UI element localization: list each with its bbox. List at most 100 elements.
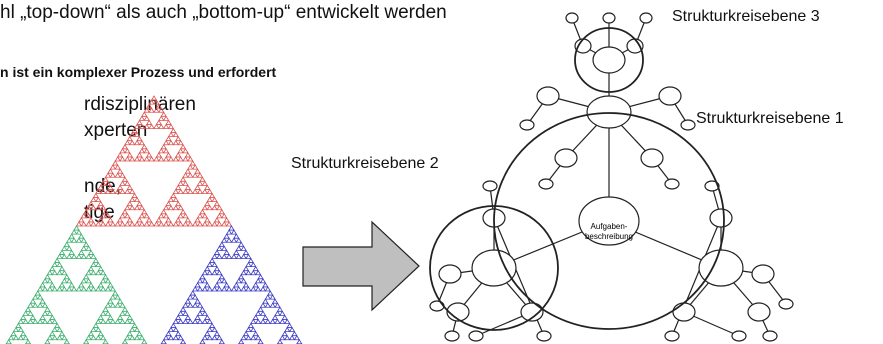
sierpinski-cell xyxy=(179,143,187,150)
sierpinski-cell xyxy=(78,249,85,255)
sierpinski-cell xyxy=(264,294,271,300)
sierpinski-cell xyxy=(255,334,262,341)
sierpinski-cell xyxy=(250,318,257,324)
sierpinski-cell xyxy=(90,253,97,259)
sierpinski-cell xyxy=(136,152,143,158)
sierpinski-cell xyxy=(100,188,107,194)
sierpinski-cell xyxy=(41,318,49,324)
sierpinski-cell xyxy=(155,103,162,109)
sierpinski-cell xyxy=(56,269,63,276)
level-2-circle xyxy=(429,205,559,331)
sierpinski-cell xyxy=(194,184,201,190)
sierpinski-cell xyxy=(201,204,208,211)
sierpinski-cell xyxy=(124,204,131,211)
sierpinski-cell xyxy=(80,253,87,259)
sierpinski-cell xyxy=(187,294,194,300)
sierpinski-cell xyxy=(129,221,136,227)
sierpinski-cell xyxy=(75,229,83,235)
sierpinski-cell xyxy=(165,330,172,337)
sierpinski-cell xyxy=(126,217,133,223)
sierpinski-cell xyxy=(85,213,92,219)
sierpinski-cell xyxy=(133,196,141,203)
sierpinski-cell xyxy=(250,286,257,292)
sierpinski-cell xyxy=(196,213,204,219)
sierpinski-cell xyxy=(17,334,24,341)
sierpinski-cell xyxy=(284,326,291,333)
hub-node xyxy=(471,249,517,287)
sierpinski-cell xyxy=(141,111,148,117)
sierpinski-cell xyxy=(245,334,252,341)
sierpinski-cell xyxy=(90,261,97,268)
sierpinski-cell xyxy=(131,127,138,133)
sierpinski-top-part xyxy=(75,95,233,227)
sierpinski-cell xyxy=(100,213,107,219)
sierpinski-cell xyxy=(179,176,187,182)
sierpinski-cell xyxy=(146,103,153,109)
sierpinski-cell xyxy=(116,184,124,190)
leaf-node xyxy=(778,298,794,310)
sierpinski-cell xyxy=(274,302,281,308)
sierpinski-cell xyxy=(172,139,179,146)
sierpinski-cell xyxy=(100,278,107,284)
sierpinski-cell xyxy=(255,269,262,276)
sierpinski-cell xyxy=(225,237,233,243)
sierpinski-cell xyxy=(225,286,233,292)
sierpinski-cell xyxy=(20,314,27,320)
sierpinski-cell xyxy=(124,139,131,146)
sierpinski-cell xyxy=(213,282,221,288)
sierpinski-cell xyxy=(46,310,53,316)
sierpinski-cell xyxy=(133,204,141,211)
sierpinski-cell xyxy=(177,188,184,194)
sierpinski-cell xyxy=(56,286,63,292)
satellite-node xyxy=(438,264,462,284)
sierpinski-cell xyxy=(192,172,199,178)
sierpinski-cell xyxy=(80,237,87,243)
sierpinski-cell xyxy=(51,318,58,324)
sierpinski-cell xyxy=(41,302,49,308)
sierpinski-cell xyxy=(66,278,73,284)
sierpinski-cell xyxy=(146,119,153,125)
sierpinski-cell xyxy=(223,282,230,288)
sierpinski-cell xyxy=(80,221,87,227)
sierpinski-cell xyxy=(126,200,133,207)
sierpinski-cell xyxy=(138,156,146,162)
sierpinski-cell xyxy=(240,253,247,259)
sierpinski-cell xyxy=(136,135,143,142)
sierpinski-cell xyxy=(104,278,112,284)
side-text-line-1: rdisziplinären xyxy=(84,94,196,115)
sierpinski-cell xyxy=(109,172,116,178)
sierpinski-cell xyxy=(138,204,146,211)
sierpinski-cell xyxy=(177,310,184,316)
sierpinski-cell xyxy=(56,261,63,268)
sierpinski-cell xyxy=(196,278,204,284)
sierpinski-cell xyxy=(56,334,63,341)
sierpinski-cell xyxy=(146,152,153,158)
sierpinski-cell xyxy=(27,318,34,324)
sierpinski-cell xyxy=(165,200,172,207)
sierpinski-cell xyxy=(242,265,250,272)
sierpinski-cell xyxy=(100,204,107,211)
sierpinski-cell xyxy=(162,221,170,227)
sierpinski-cell xyxy=(165,119,172,125)
sierpinski-cell xyxy=(179,306,187,312)
sierpinski-cell xyxy=(235,245,242,251)
sierpinski-cell xyxy=(177,139,184,146)
sierpinski-cell xyxy=(27,310,34,316)
sierpinski-cell xyxy=(114,172,121,178)
sierpinski-cell xyxy=(39,298,46,304)
sierpinski-cell xyxy=(49,330,56,337)
sierpinski-cell xyxy=(143,156,150,162)
sierpinski-cell xyxy=(281,314,288,320)
sierpinski-cell xyxy=(223,233,230,239)
sierpinski-cell xyxy=(97,200,104,207)
sierpinski-cell xyxy=(133,326,141,333)
sierpinski-cell xyxy=(124,148,131,154)
sierpinski-cell xyxy=(245,286,252,292)
sierpinski-cell xyxy=(167,204,175,211)
sierpinski-cell xyxy=(184,298,192,304)
sierpinski-cell xyxy=(114,221,121,227)
sierpinski-cell xyxy=(61,269,68,276)
sierpinski-cell xyxy=(206,221,213,227)
leaf-node xyxy=(519,119,535,131)
sierpinski-cell xyxy=(141,143,148,150)
